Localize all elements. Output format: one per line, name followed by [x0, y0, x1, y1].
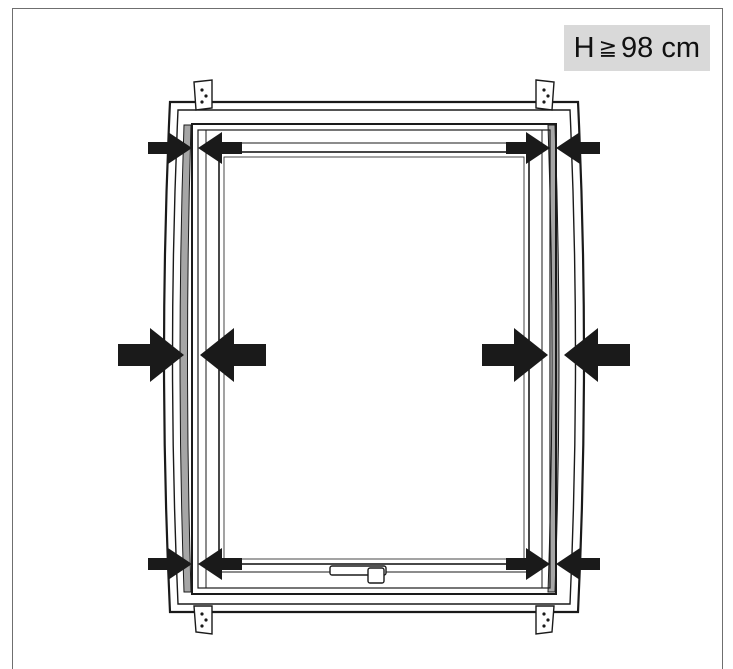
hinge-icon	[535, 605, 555, 635]
handle-icon	[329, 565, 387, 584]
outer-frame-inner-line	[171, 109, 577, 605]
arrow-icon	[556, 548, 600, 580]
arrow-icon	[198, 548, 242, 580]
height-requirement-badge: H≧98 cm	[563, 25, 710, 71]
height-unit: cm	[661, 32, 700, 64]
arrow-icon	[148, 132, 192, 164]
arrow-icon	[118, 328, 184, 382]
arrow-icon	[556, 132, 600, 164]
inner-frame-line-2	[197, 129, 551, 589]
inner-frame	[191, 123, 557, 595]
arrow-icon	[198, 132, 242, 164]
hinge-icon	[193, 605, 213, 635]
arrow-icon	[482, 328, 548, 382]
glass-pane	[218, 151, 530, 565]
left-seal	[179, 124, 192, 593]
greater-or-equal-symbol: ≧	[598, 35, 617, 60]
hinge-icon	[193, 79, 213, 111]
hinge-icon	[535, 79, 555, 111]
arrow-icon	[506, 548, 550, 580]
arrow-icon	[506, 132, 550, 164]
arrow-icon	[148, 548, 192, 580]
arrow-icon	[200, 328, 266, 382]
outer-frame	[162, 100, 586, 614]
height-label: H	[573, 32, 595, 64]
arrow-icon	[564, 328, 630, 382]
height-value: 98	[621, 32, 654, 64]
